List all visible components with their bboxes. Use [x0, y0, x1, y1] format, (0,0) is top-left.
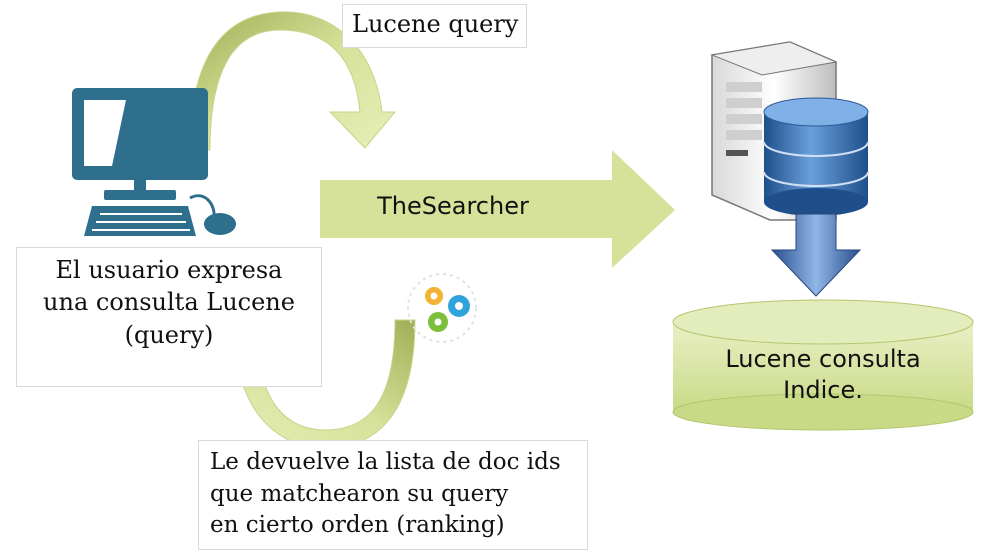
- user-description-box: [16, 247, 322, 387]
- result-description-box: [198, 440, 588, 550]
- down-arrow-icon: [770, 213, 862, 297]
- searcher-arrow: [320, 150, 675, 268]
- result-line-1: Le devuelve la lista de doc ids: [210, 449, 561, 475]
- database-icon: [763, 97, 869, 216]
- query-label-box: [342, 4, 527, 48]
- gears-icon: [407, 273, 477, 343]
- user-line-2: una consulta Lucene: [43, 288, 295, 317]
- index-line-1: Lucene consulta: [725, 345, 921, 373]
- query-label: Lucene query: [352, 10, 519, 38]
- result-description: Le devuelve la lista de doc ids que matc…: [210, 447, 561, 542]
- index-cylinder: [672, 299, 974, 431]
- result-line-3: en cierto orden (ranking): [210, 512, 505, 539]
- searcher-label: TheSearcher: [377, 192, 529, 220]
- user-line-1: El usuario expresa: [55, 256, 283, 284]
- result-line-2: que matchearon su query: [210, 480, 509, 507]
- computer-icon: [72, 88, 236, 236]
- user-line-3: (query): [124, 320, 214, 349]
- user-description: El usuario expresa una consulta Lucene (…: [16, 254, 322, 351]
- index-line-2: Indice.: [783, 376, 863, 405]
- index-label: Lucene consulta Indice.: [673, 344, 973, 406]
